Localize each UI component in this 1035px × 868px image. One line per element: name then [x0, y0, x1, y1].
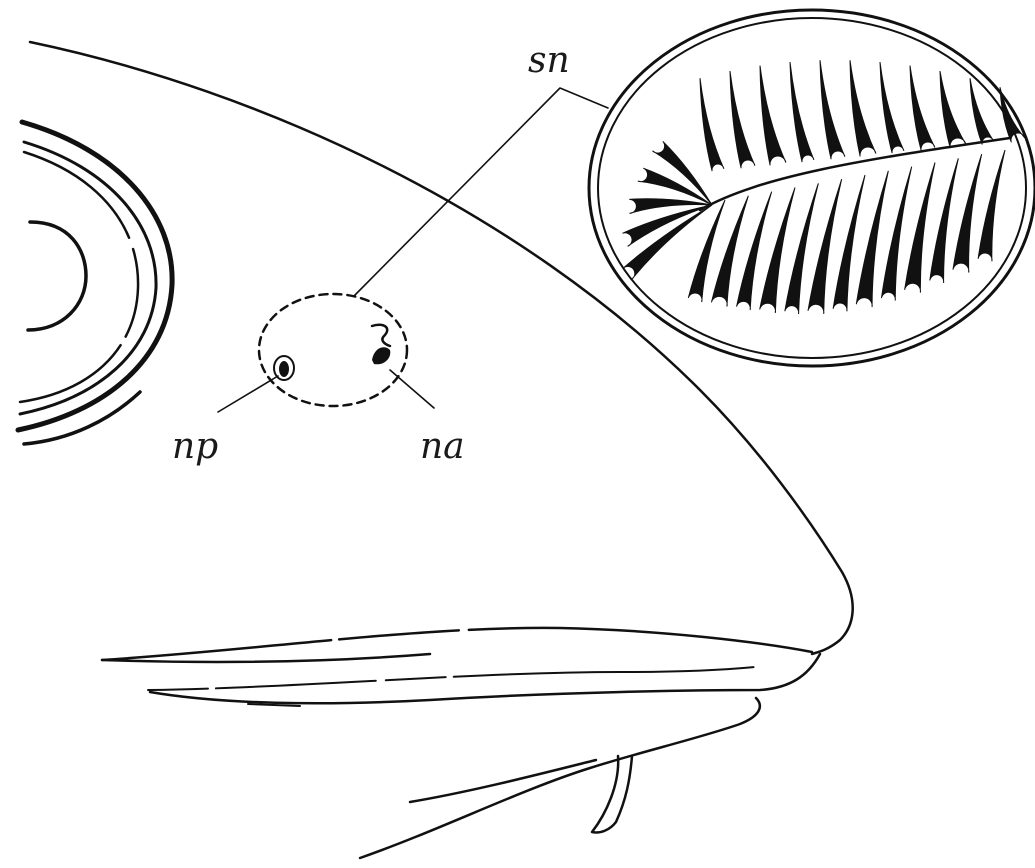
lamella-upper-2: [760, 66, 786, 166]
upper-jaw: [102, 628, 812, 662]
lamella-lower-27: [953, 154, 982, 272]
anterior-nostril-flap: [372, 325, 390, 346]
barbel-base-line: [410, 760, 596, 802]
lamella-upper-3: [790, 62, 814, 162]
lamella-upper-1: [730, 71, 755, 168]
nasal-rosette-enlarged: [589, 10, 1035, 366]
anterior-nostril: [372, 347, 390, 364]
leader-sn: [354, 88, 608, 296]
label-na: na: [420, 426, 465, 467]
leader-na: [390, 370, 434, 408]
leader-np: [218, 376, 278, 412]
lower-jaw: [360, 698, 760, 858]
eye-orbit: [18, 122, 172, 444]
lamella-left-13: [629, 199, 712, 214]
lamella-upper-8: [940, 71, 966, 148]
rosette-inner-ring: [598, 18, 1026, 358]
lamella-upper-4: [820, 60, 845, 159]
barbel: [592, 756, 632, 833]
lamella-upper-6: [880, 62, 904, 153]
rosette-lamellae: [622, 60, 1024, 314]
posterior-nostril: [279, 361, 289, 377]
label-np: np: [172, 426, 218, 467]
lamella-lower-28: [978, 150, 1005, 261]
upper-jaw-line: [102, 628, 812, 660]
rosette-outer-ring: [589, 10, 1035, 366]
lamella-upper-7: [910, 66, 935, 151]
lamella-upper-0: [700, 78, 724, 171]
lamella-upper-5: [850, 60, 876, 156]
eye-pupil: [28, 222, 86, 330]
chin-outline: [360, 698, 760, 858]
lamella-left-11: [652, 141, 712, 205]
eye-middle-ring: [20, 142, 156, 414]
label-sn: sn: [528, 40, 570, 81]
eye-inner-ring-b: [24, 392, 140, 444]
lamella-upper-9: [970, 78, 994, 144]
lower-lip-upper: [148, 660, 800, 690]
leader-lines: [218, 88, 608, 412]
nasal-region: [259, 294, 407, 406]
